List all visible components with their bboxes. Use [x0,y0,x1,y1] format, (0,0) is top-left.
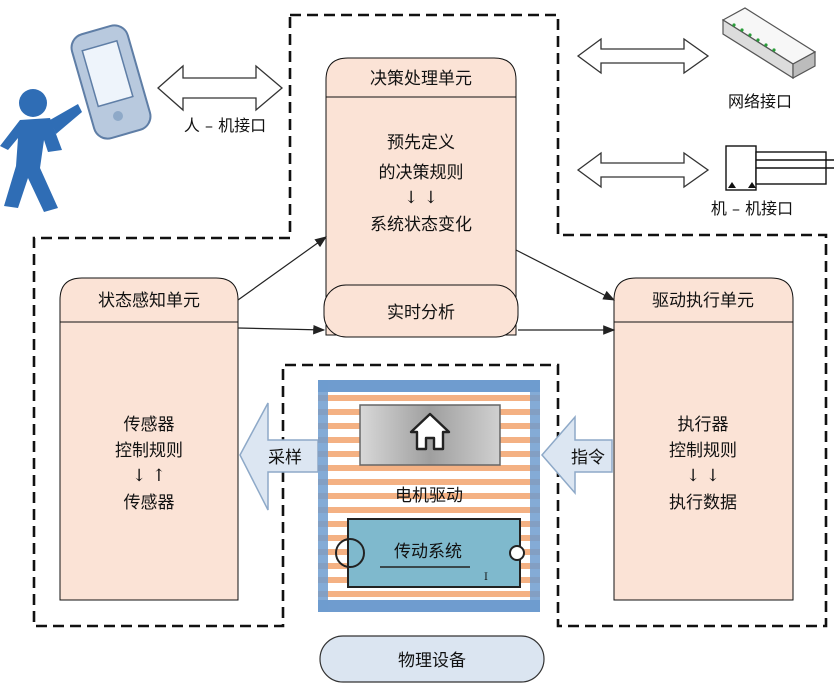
command-arrow: 指令 [541,414,613,496]
system-boundary [32,13,828,628]
driving-body-line-3: ↓ ↓ [686,466,720,486]
physical-device-label: 物理设备 [398,651,466,671]
decision-body-line-4: 系统状态变化 [370,215,472,235]
sensing-body-line-2: 控制规则 [115,441,183,461]
motor-drive-label: 电机驱动 [395,486,463,506]
human-machine-double-arrow [157,64,284,112]
gear-right-circle [509,545,525,561]
motor-device-image: 电机驱动 传动系统 I [318,380,540,612]
realtime-analysis: 实时分析 [323,284,519,338]
sensing-body-line-3: ↓ ↑ [132,466,166,486]
arrow-sensing-to-decision [237,236,327,301]
sensing-unit-title: 状态感知单元 [98,291,200,311]
decision-body-line-3: ↓ ↓ [404,188,438,208]
decision-body-line-1: 预先定义 [387,133,455,153]
machine-machine-double-arrow [576,151,710,189]
physical-device-box: 物理设备 [319,635,545,683]
sensing-unit: 状态感知单元 传感器 控制规则 ↓ ↑ 传感器 [59,277,239,601]
network-switch-icon [721,7,817,80]
driving-body-line-2: 控制规则 [669,441,737,461]
driving-unit: 驱动执行单元 执行器 控制规则 ↓ ↓ 执行数据 [613,277,794,601]
cylinder-actuator-icon [725,145,834,191]
sample-arrow-label: 采样 [268,448,302,468]
person-icon [0,89,82,212]
decision-unit-title: 决策处理单元 [370,69,472,89]
sensing-body-line-4: 传感器 [124,493,175,513]
driving-body-line-1: 执行器 [678,415,729,435]
realtime-analysis-label: 实时分析 [387,303,455,323]
network-double-arrow [576,37,710,75]
sample-arrow: 采样 [239,402,319,511]
transmission-system-label: 传动系统 [394,542,462,562]
sensing-body-line-1: 传感器 [124,415,175,435]
arrow-sensing-to-analysis [237,324,326,335]
decision-body-line-2: 的决策规则 [379,163,464,183]
gear-left-circle [335,538,365,568]
network-interface-label: 网络接口 [728,92,792,111]
transmission-tick-label: I [484,572,488,583]
arrow-decision-to-driving [515,249,616,301]
handheld-device-icon [70,24,152,140]
driving-unit-title: 驱动执行单元 [652,291,754,311]
machine-machine-interface-label: 机 – 机接口 [711,199,793,218]
home-icon [409,412,451,451]
command-arrow-label: 指令 [571,448,605,468]
driving-body-line-4: 执行数据 [669,493,737,513]
decision-unit: 决策处理单元 预先定义 的决策规则 ↓ ↓ 系统状态变化 [325,57,517,336]
human-machine-interface-label: 人 – 机接口 [184,116,266,135]
